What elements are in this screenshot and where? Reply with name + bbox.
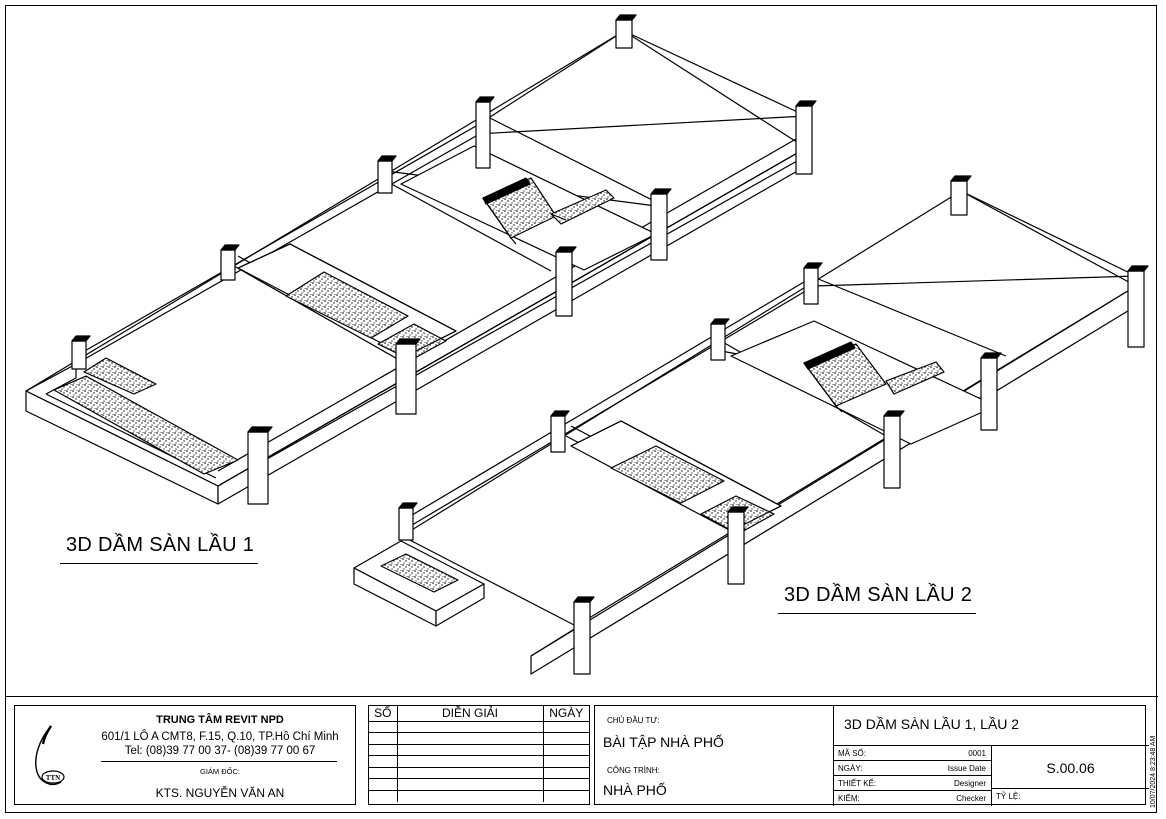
project-label: CÔNG TRÌNH: (607, 766, 660, 775)
revision-row (369, 778, 589, 792)
drawing-area: 3D DẦM SÀN LẦU 1 3D DẦM SÀN LẦU 2 (6, 6, 1158, 694)
sheet-number-cell: S.00.06 (991, 745, 1149, 789)
title-block: TTN TRUNG TÂM REVIT NPD 601/1 LÔ A CMT8,… (6, 696, 1158, 814)
company-phone: Tel: (08)39 77 00 37- (08)39 77 00 67 (124, 745, 316, 757)
company-name: TRUNG TÂM REVIT NPD (156, 714, 284, 726)
sheet-number: S.00.06 (1046, 760, 1095, 776)
revision-row (369, 721, 589, 734)
isometric-views (25, 14, 1149, 675)
info-row-designer: THIẾT KẾ: Designer (834, 776, 991, 791)
floor-1-columns (71, 14, 817, 505)
info-row-date: NGÀY: Issue Date (834, 761, 991, 776)
scale-cell: TỶ LỆ: (991, 789, 1149, 806)
revision-row (369, 744, 589, 757)
floor-2-columns (398, 175, 1149, 675)
revision-row (369, 755, 589, 768)
floor-2-stair (803, 341, 945, 413)
divider (101, 761, 337, 762)
owner-value: BÀI TẬP NHÀ PHỐ (603, 734, 724, 750)
director-name: KTS. NGUYỄN VĂN AN (155, 786, 285, 800)
revision-row (369, 790, 589, 803)
revision-row (369, 767, 589, 780)
floor-1-stair (482, 177, 615, 245)
project-value: NHÀ PHỐ (603, 782, 667, 798)
project-box: CHỦ ĐẦU TƯ: BÀI TẬP NHÀ PHỐ CÔNG TRÌNH: … (594, 705, 1149, 806)
print-timestamp: 10/07/2024 8:23:48 AM (1150, 735, 1157, 808)
revision-table: SỐ DIỄN GIẢI NGÀY (369, 706, 589, 803)
revision-col-no: SỐ (369, 706, 398, 722)
info-row-code: MÃ SỐ: 0001 (834, 746, 991, 761)
view-title-floor-2: 3D DẦM SÀN LẦU 2 (778, 584, 977, 614)
floor-2-model (353, 175, 1149, 675)
revision-row (369, 732, 589, 745)
revision-table-box: SỐ DIỄN GIẢI NGÀY (368, 705, 590, 805)
info-row-checker: KIỂM: Checker (838, 794, 986, 803)
floor-1-model (25, 14, 817, 505)
company-box: TTN TRUNG TÂM REVIT NPD 601/1 LÔ A CMT8,… (14, 705, 356, 805)
svg-text:TTN: TTN (46, 774, 60, 782)
sheet-info-grid: MÃ SỐ: 0001 NGÀY: Issue Date THIẾT KẾ: D… (834, 745, 991, 806)
scale-label: TỶ LỆ: (996, 792, 1021, 801)
revision-col-desc: DIỄN GIẢI (397, 706, 544, 722)
director-label: GIÁM ĐỐC: (199, 767, 240, 776)
sheet-name: 3D DẦM SÀN LẦU 1, LẦU 2 (844, 716, 1020, 732)
company-address: 601/1 LÔ A CMT8, F.15, Q.10, TP.Hồ Chí M… (101, 731, 339, 743)
sheet-info-panel: 3D DẦM SÀN LẦU 1, LẦU 2 MÃ SỐ: 0001 NGÀY… (833, 705, 1149, 806)
revision-header-row: SỐ DIỄN GIẢI NGÀY (369, 706, 589, 722)
company-logo: TTN (35, 725, 65, 786)
floor-1-hatch-strip (53, 375, 239, 475)
revision-col-date: NGÀY (543, 706, 589, 722)
drawing-sheet: 3D DẦM SÀN LẦU 1 3D DẦM SÀN LẦU 2 TTN TR… (5, 5, 1158, 814)
view-title-floor-1: 3D DẦM SÀN LẦU 1 (60, 534, 259, 564)
owner-label: CHỦ ĐẦU TƯ: (607, 716, 660, 725)
